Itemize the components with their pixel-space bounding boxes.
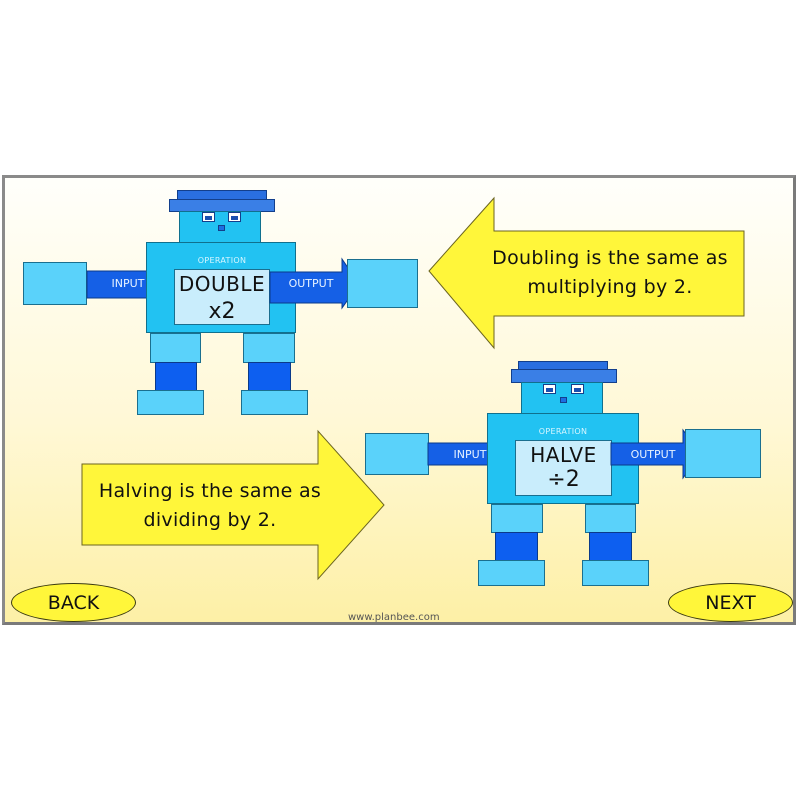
footer-site-url: www.planbee.com <box>348 612 440 623</box>
left-eye-icon <box>202 212 215 222</box>
right-foot <box>582 560 649 586</box>
left-thigh <box>150 333 201 363</box>
operation-symbol: x2 <box>208 299 236 324</box>
output-label: OUTPUT <box>288 277 334 290</box>
left-shin <box>495 532 538 561</box>
doubling-callout-text: Doubling is the same as multiplying by 2… <box>492 247 728 298</box>
operation-label: OPERATION <box>197 256 247 265</box>
left-pointing-callout-arrow <box>428 196 745 350</box>
left-foot <box>137 390 204 415</box>
output-label: OUTPUT <box>630 448 676 461</box>
right-eye-icon <box>571 384 584 394</box>
right-pointing-callout-arrow <box>81 429 385 581</box>
back-button[interactable]: BACK <box>11 583 136 622</box>
input-label: INPUT <box>453 448 487 461</box>
nose-icon <box>560 397 567 403</box>
right-foot <box>241 390 308 415</box>
operation-name: HALVE <box>530 443 597 467</box>
operation-label: OPERATION <box>538 427 588 436</box>
callout-arrows-layer <box>81 196 745 581</box>
output-hand <box>347 259 418 308</box>
input-label: INPUT <box>111 277 145 290</box>
input-hand <box>23 262 87 305</box>
right-thigh <box>585 504 636 533</box>
left-eye-icon <box>543 384 556 394</box>
left-thigh <box>491 504 543 533</box>
operation-box: HALVE ÷2 <box>515 440 612 496</box>
left-foot <box>478 560 545 586</box>
right-thigh <box>243 333 295 363</box>
input-hand <box>365 433 429 475</box>
operation-box: DOUBLE x2 <box>174 269 270 325</box>
slide: OPERATION DOUBLE x2 INPUT OUTPUT Doublin… <box>2 175 796 625</box>
right-shin <box>248 362 291 391</box>
right-eye-icon <box>228 212 241 222</box>
operation-name: DOUBLE <box>178 272 266 296</box>
left-shin <box>155 362 197 391</box>
nose-icon <box>218 225 225 231</box>
next-button[interactable]: NEXT <box>668 583 793 622</box>
output-hand <box>685 429 761 478</box>
output-arrow-icon <box>610 428 702 480</box>
operation-symbol: ÷2 <box>547 467 580 492</box>
halving-callout-text: Halving is the same as dividing by 2. <box>98 480 322 531</box>
right-shin <box>589 532 632 561</box>
